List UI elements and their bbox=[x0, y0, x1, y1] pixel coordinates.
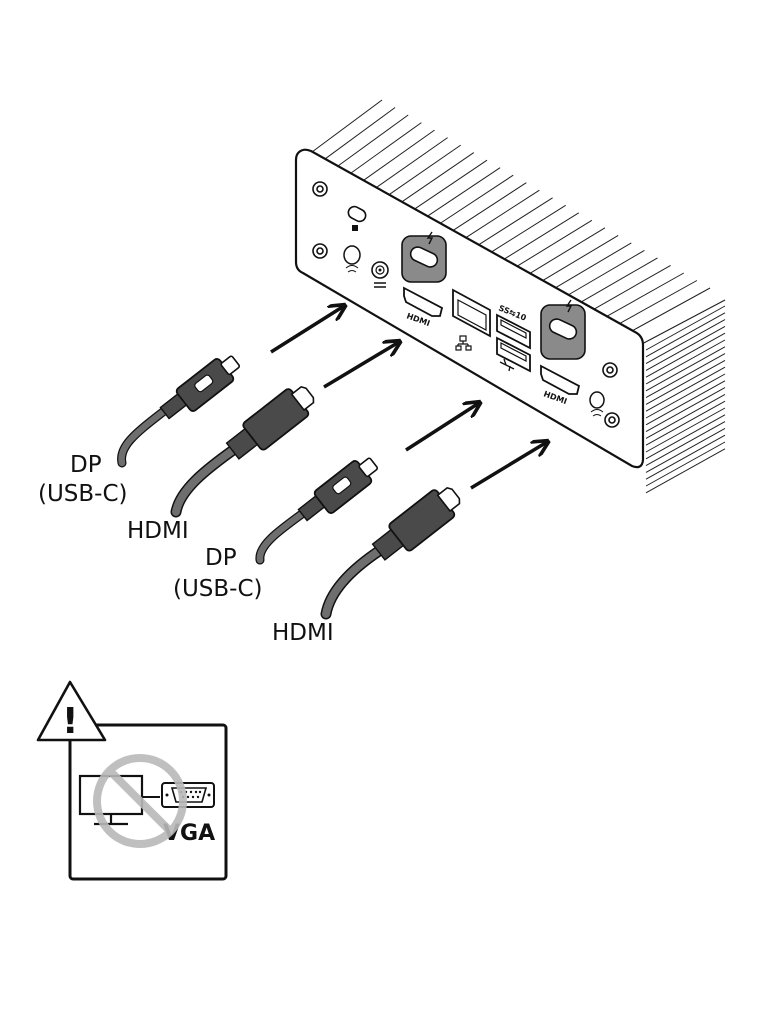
heatsink-fin bbox=[426, 167, 501, 218]
lightning-icon bbox=[426, 231, 434, 245]
heatsink-side-fin bbox=[645, 312, 726, 358]
heatsink-fin bbox=[438, 174, 514, 225]
heatsink-fin bbox=[502, 212, 580, 261]
heatsink-side-fin bbox=[645, 373, 726, 419]
screw-icon bbox=[312, 181, 328, 197]
warning-exclamation: ! bbox=[62, 701, 78, 742]
heatsink-fin bbox=[604, 272, 685, 319]
heatsink-side-fin bbox=[645, 407, 726, 453]
arrow-hdmi-left bbox=[323, 342, 399, 389]
label-dp-1-line2: (USB-C) bbox=[38, 481, 128, 507]
cable-labels: DP (USB-C) HDMI DP (USB-C) HDMI bbox=[38, 452, 334, 646]
heatsink-fin bbox=[591, 264, 671, 311]
heatsink-fin bbox=[540, 234, 619, 283]
heatsink-fin bbox=[388, 144, 461, 196]
screw-icon bbox=[312, 243, 328, 259]
heatsink-side-fin bbox=[645, 359, 726, 405]
lightning-icon bbox=[565, 299, 573, 313]
dp-usb-c-cable-1 bbox=[117, 355, 241, 468]
heatsink-side-fin bbox=[645, 393, 726, 439]
lock-slot-icon bbox=[347, 205, 367, 231]
heatsink-fin bbox=[362, 129, 435, 182]
ethernet-port bbox=[452, 288, 491, 351]
heatsink-side-fin bbox=[645, 441, 726, 487]
heatsink-fin bbox=[400, 152, 475, 203]
label-hdmi-1: HDMI bbox=[127, 518, 189, 544]
heatsink-fin bbox=[451, 182, 527, 232]
vga-connector-icon bbox=[161, 782, 215, 808]
heatsink-fin bbox=[515, 219, 593, 268]
heatsink-side-fin bbox=[645, 366, 726, 412]
heatsink-fin bbox=[553, 242, 632, 290]
heatsink-side-fin bbox=[645, 414, 726, 460]
heatsink-fin bbox=[527, 227, 606, 275]
heatsink-fin bbox=[617, 280, 698, 326]
heatsink-side-fin bbox=[645, 380, 726, 426]
heatsink-side-fin bbox=[645, 421, 726, 467]
screw-icon bbox=[602, 362, 618, 378]
heatsink-fin bbox=[349, 122, 422, 175]
heatsink-side-fin bbox=[645, 448, 726, 494]
heatsink-side-fin bbox=[645, 400, 726, 446]
usb-icon bbox=[499, 358, 515, 372]
cables bbox=[117, 355, 461, 620]
label-hdmi-2: HDMI bbox=[272, 620, 334, 646]
heatsink-fin bbox=[477, 197, 553, 247]
prohibited-icon bbox=[93, 754, 187, 848]
warning-triangle-icon: ! bbox=[36, 680, 107, 742]
hdmi-cable-1 bbox=[170, 386, 315, 518]
warning-frame bbox=[68, 723, 228, 881]
heatsink-fin bbox=[578, 257, 658, 304]
heatsink-side-fin bbox=[645, 339, 726, 385]
heatsink-side-fin bbox=[645, 387, 726, 433]
label-dp-2-line1: DP bbox=[205, 545, 237, 571]
heatsink-fin bbox=[413, 159, 488, 211]
label-dp-2-line2: (USB-C) bbox=[173, 576, 263, 602]
heatsink-fin bbox=[337, 114, 409, 167]
heatsink-fin bbox=[566, 249, 645, 297]
heatsink-side-fin bbox=[645, 325, 726, 371]
heatsink-fin bbox=[489, 204, 566, 254]
dc-in-icon bbox=[371, 261, 389, 288]
heatsink-fin bbox=[375, 137, 448, 189]
mini-pc-device: HDMI SS⇆10 bbox=[294, 99, 726, 494]
ethernet-icon bbox=[455, 335, 472, 351]
power-button-icon bbox=[343, 245, 361, 273]
arrow-usb-c-left bbox=[270, 306, 344, 354]
arrow-usb-c-right bbox=[405, 403, 479, 452]
arrow-hdmi-right bbox=[470, 442, 547, 490]
hdmi-cable-2 bbox=[320, 487, 461, 620]
heatsink-fin bbox=[324, 107, 396, 160]
heatsink-side-fin bbox=[645, 346, 726, 392]
wifi-antenna-icon bbox=[589, 391, 605, 417]
heatsink-side-fin bbox=[645, 427, 726, 473]
usb-c-port-right bbox=[540, 299, 586, 360]
vga-warning: ! VGA bbox=[36, 680, 228, 881]
label-dp-1-line1: DP bbox=[70, 452, 102, 478]
heatsink-fin bbox=[629, 287, 711, 333]
heatsink-side-fin bbox=[645, 305, 726, 351]
screw-icon bbox=[604, 412, 620, 428]
heatsink-fin bbox=[464, 189, 540, 239]
heatsink-side-fin bbox=[645, 434, 726, 480]
heatsink-side-fin bbox=[645, 319, 726, 365]
dp-usb-c-cable-2 bbox=[255, 457, 379, 565]
heatsink-fin bbox=[311, 99, 383, 153]
heatsink-side-fin bbox=[645, 332, 726, 378]
heatsink-side-fin bbox=[645, 353, 726, 399]
insert-arrows bbox=[270, 306, 547, 490]
usb-c-port-left bbox=[401, 231, 447, 283]
